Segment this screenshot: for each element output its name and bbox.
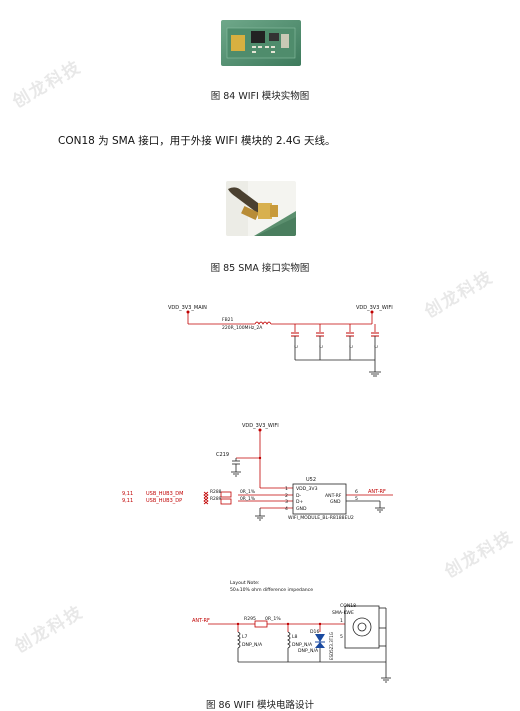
pin-label: D-	[296, 493, 302, 499]
figure-caption: 图 86 WIFI 模块电路设计	[205, 700, 315, 711]
part-ref: L8	[292, 634, 298, 640]
wifi-module-photo	[221, 20, 301, 66]
pin-label: VDD_3V3	[296, 486, 318, 492]
cap-label: C	[349, 345, 354, 348]
part-value: DNP_N/A	[292, 642, 313, 648]
net-label-dp: USB_HUB3_DP	[146, 498, 182, 504]
page-ref: 9,11	[122, 491, 133, 497]
part-ref: C219	[216, 452, 229, 458]
part-ref: L7	[242, 634, 248, 640]
power-schematic: VDD_3V3_MAIN VDD_3V3_WIFI FB21 220R_100M…	[168, 305, 393, 377]
part-value: ESD5Z3.3T1G	[329, 632, 334, 660]
pin-label: ANT-RF	[325, 493, 342, 499]
pin-label: GND	[296, 506, 307, 512]
part-value: 220R_100MHz_2A	[222, 325, 263, 331]
antenna-schematic: Layout Note: 50±10% ohm difference imped…	[192, 580, 391, 683]
net-label: VDD_3V3_WIFI	[356, 305, 393, 311]
part-ref: D16	[310, 629, 319, 635]
net-label-dm: USB_HUB3_DM	[146, 491, 183, 497]
watermark: 创龙科技	[11, 602, 88, 658]
part-ref: FB21	[222, 317, 234, 323]
pin-number: 5	[340, 634, 343, 640]
net-label-ant: ANT-RF	[368, 489, 386, 495]
watermark: 创龙科技	[9, 57, 86, 113]
part-ref: R288	[210, 489, 222, 495]
cap-label: C	[319, 345, 324, 348]
part-value: DNP_N/A	[242, 642, 263, 648]
part-value: DNP_N/A	[298, 648, 319, 654]
pin-label: D+	[296, 499, 304, 505]
part-value: 0R_1%	[265, 616, 281, 622]
wifi-module-schematic: VDD_3V3_WIFI C219 U52 VDD_3V3 D- D+ GND …	[122, 423, 393, 521]
part-ref: U52	[306, 477, 316, 483]
pin-number: 6	[355, 489, 358, 495]
part-value: 0R_1%	[240, 496, 255, 502]
net-label-ant: ANT-RF	[192, 618, 210, 624]
part-value: SMA-KWE	[332, 610, 354, 616]
figure-caption: 图 84 WIFI 模块实物图	[210, 91, 310, 102]
net-label: VDD_3V3_WIFI	[242, 423, 279, 429]
net-label: VDD_3V3_MAIN	[168, 305, 207, 311]
pin-number: 5	[355, 496, 358, 502]
body-paragraph: CON18 为 SMA 接口，用于外接 WIFI 模块的 2.4G 天线。	[58, 135, 336, 147]
part-ref: R295	[244, 616, 256, 622]
pin-number: 3	[285, 499, 288, 505]
page-ref: 9,11	[122, 498, 133, 504]
sma-connector-photo	[226, 181, 296, 236]
cap-label: C	[294, 345, 299, 348]
layout-note: Layout Note:	[230, 580, 260, 586]
pin-number: 4	[285, 506, 288, 512]
part-value: 0R_1%	[240, 489, 255, 495]
cap-label: C	[374, 345, 379, 348]
pin-number: 1	[285, 486, 288, 492]
watermark: 创龙科技	[441, 527, 518, 583]
part-ref: CON18	[340, 603, 356, 609]
figure-caption: 图 85 SMA 接口实物图	[210, 263, 310, 274]
pin-number: 2	[285, 493, 288, 499]
module-name: WIFI_MODULE_BL-R8188EU2	[288, 515, 354, 521]
pin-number: 1	[340, 618, 343, 624]
part-ref: R289	[210, 496, 222, 502]
layout-note: 50±10% ohm difference impedance	[230, 587, 313, 593]
pin-label: GND	[330, 499, 341, 505]
